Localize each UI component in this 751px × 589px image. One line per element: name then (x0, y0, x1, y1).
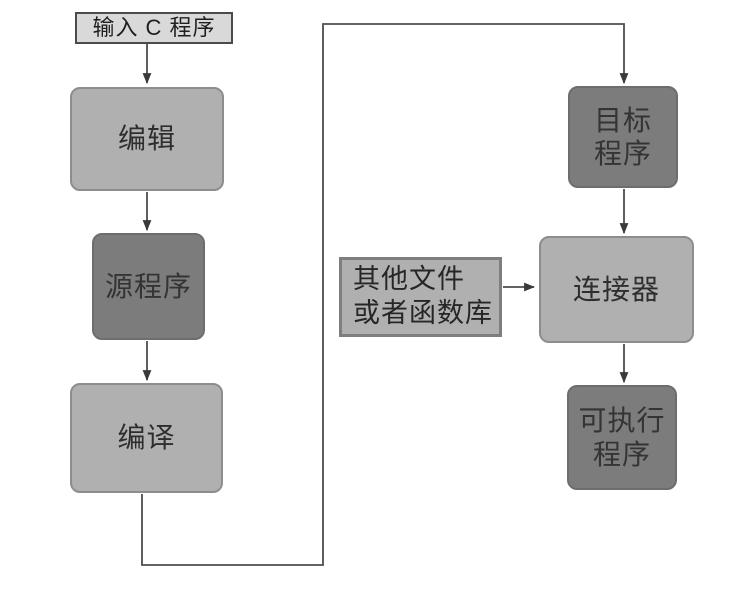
node-executable-program-label: 可执行 程序 (578, 404, 665, 470)
target-line2: 程序 (593, 138, 652, 169)
node-target-program-label: 目标 程序 (594, 104, 652, 170)
node-linker-label: 连接器 (572, 273, 660, 305)
node-input-c-program-label: 输入 C 程序 (92, 15, 216, 41)
node-edit-label: 编辑 (117, 123, 176, 155)
node-input-c-program: 输入 C 程序 (75, 12, 233, 44)
node-edit: 编辑 (70, 87, 224, 191)
other-files-line2: 或者函数库 (353, 298, 493, 328)
node-executable-program: 可执行 程序 (567, 385, 677, 490)
target-line1: 目标 (593, 104, 652, 136)
node-linker: 连接器 (539, 236, 694, 343)
executable-line1: 可执行 (578, 405, 666, 437)
node-other-files-or-libraries: 其他文件 或者函数库 (339, 257, 502, 337)
node-source-program: 源程序 (92, 233, 205, 340)
node-compile: 编译 (70, 383, 223, 493)
other-files-line1: 其他文件 (353, 264, 465, 295)
node-target-program: 目标 程序 (568, 86, 678, 188)
executable-line2: 程序 (592, 438, 651, 470)
node-source-program-label: 源程序 (104, 270, 192, 302)
node-other-files-label: 其他文件 或者函数库 (353, 263, 493, 331)
node-compile-label: 编译 (117, 422, 176, 454)
